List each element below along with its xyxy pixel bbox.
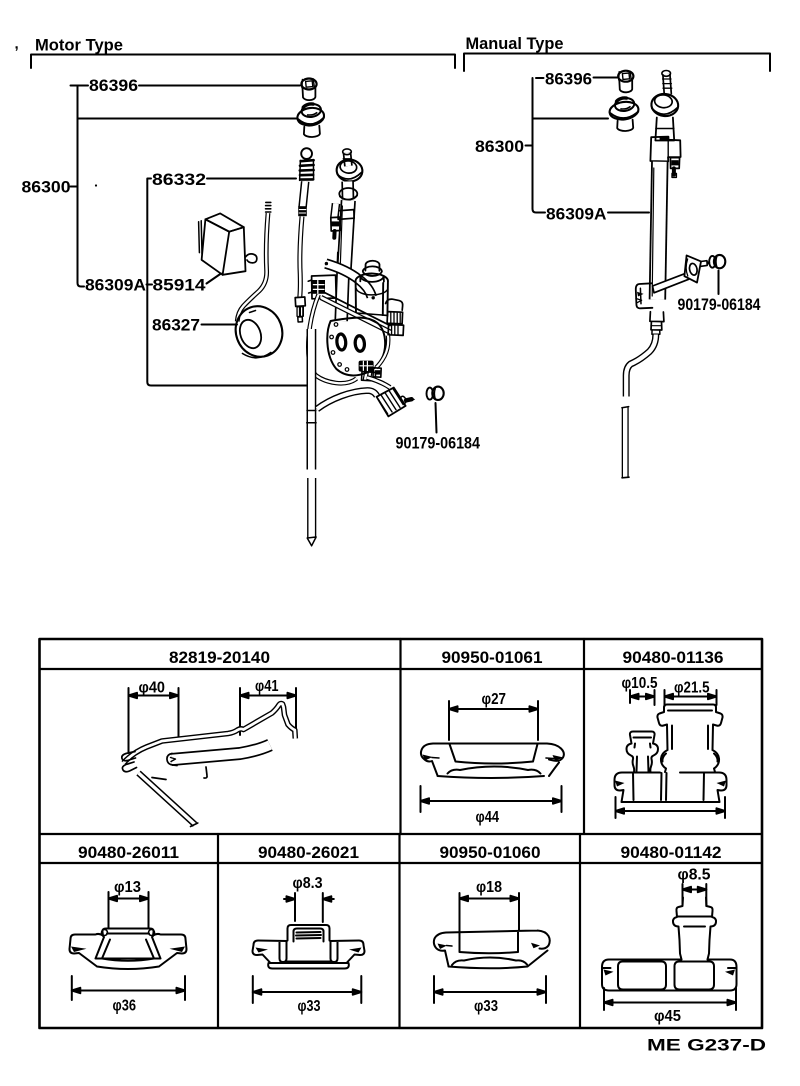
svg-text:90950-01060: 90950-01060: [440, 844, 541, 862]
svg-text:φ41: φ41: [255, 678, 279, 695]
svg-text:90480-01142: 90480-01142: [621, 844, 722, 862]
svg-text:86332: 86332: [152, 171, 206, 189]
svg-text:φ10.5: φ10.5: [622, 675, 658, 692]
svg-text:φ36: φ36: [113, 998, 137, 1015]
svg-text:φ33: φ33: [298, 998, 321, 1015]
svg-text:82819-20140: 82819-20140: [169, 649, 270, 667]
svg-text:φ40: φ40: [139, 680, 166, 697]
svg-text:90480-01136: 90480-01136: [623, 649, 724, 667]
svg-text:φ27: φ27: [482, 691, 507, 708]
svg-text:86396: 86396: [89, 77, 138, 95]
svg-text:φ8.3: φ8.3: [293, 875, 323, 892]
svg-text:ME G237-D: ME G237-D: [647, 1037, 766, 1055]
svg-text:90950-01061: 90950-01061: [442, 649, 543, 667]
svg-text:Motor Type: Motor Type: [35, 37, 123, 55]
svg-text:φ8.5: φ8.5: [678, 867, 711, 884]
svg-text:φ45: φ45: [654, 1008, 681, 1025]
svg-text:86396: 86396: [545, 71, 592, 89]
svg-text:90179-06184: 90179-06184: [396, 434, 481, 453]
svg-text:86300: 86300: [475, 138, 524, 156]
svg-text:φ13: φ13: [114, 879, 141, 896]
svg-text:85914: 85914: [153, 277, 207, 295]
svg-text:φ33: φ33: [474, 998, 498, 1015]
svg-text:86309A: 86309A: [546, 206, 607, 224]
svg-text:90480-26011: 90480-26011: [78, 844, 179, 862]
svg-text:86309A: 86309A: [85, 277, 146, 295]
svg-text:86327: 86327: [152, 317, 200, 335]
svg-text:90480-26021: 90480-26021: [258, 844, 359, 862]
svg-text:φ44: φ44: [476, 809, 500, 826]
svg-text:86300: 86300: [22, 179, 71, 197]
svg-text:90179-06184: 90179-06184: [678, 295, 761, 314]
svg-text:,: ,: [15, 36, 19, 53]
svg-text:φ21.5: φ21.5: [674, 680, 710, 697]
svg-text:Manual Type: Manual Type: [466, 35, 564, 53]
svg-text:φ18: φ18: [476, 879, 502, 896]
